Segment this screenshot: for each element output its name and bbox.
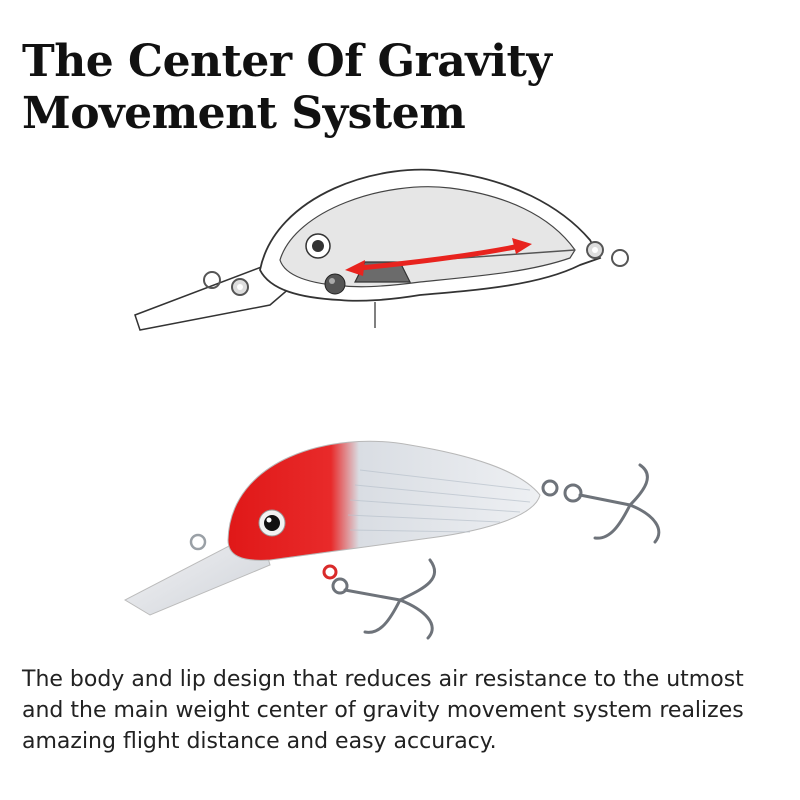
gravity-system-diagram <box>134 168 629 331</box>
title-line-1: The Center Of Gravity <box>22 36 552 87</box>
product-description: The body and lip design that reduces air… <box>22 667 744 754</box>
rear-eyelet <box>586 241 629 267</box>
lure-eye <box>258 509 286 537</box>
lure-body <box>227 440 541 561</box>
scale-texture <box>347 469 531 533</box>
page-title: The Center Of Gravity Movement System <box>22 36 762 140</box>
lure-front-eyelet <box>189 533 207 551</box>
rear-treble-hook <box>541 463 661 544</box>
title-line-2: Movement System <box>22 88 466 139</box>
movement-arrow-icon <box>345 238 532 276</box>
diagram-eye <box>305 233 331 259</box>
front-eyelet <box>203 271 249 296</box>
belly-treble-hook <box>322 558 437 640</box>
lure-product-image <box>123 440 661 640</box>
weight-ball-icon <box>324 273 346 295</box>
